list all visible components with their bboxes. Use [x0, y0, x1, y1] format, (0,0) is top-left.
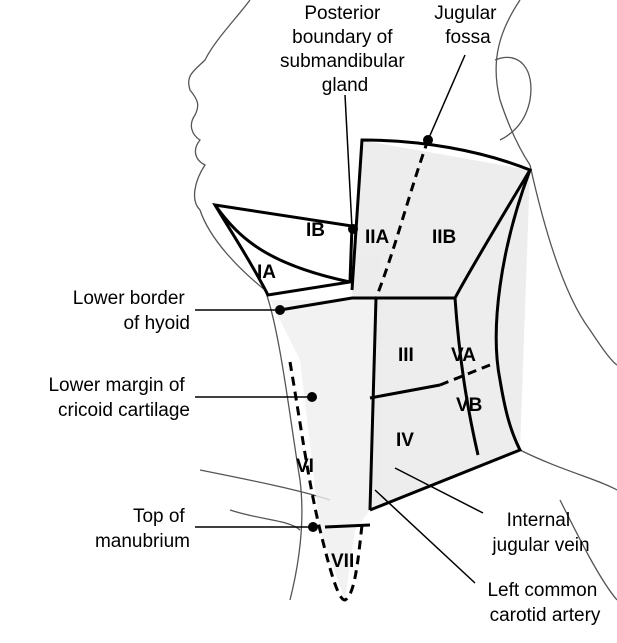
- hyoid-line: [279, 296, 455, 312]
- dashed-boundaries: [288, 139, 491, 602]
- level-v-outer: [369, 169, 532, 512]
- jugular-fossa-label: Jugular fossa: [434, 3, 502, 48]
- iii-iv-divider: [369, 383, 441, 400]
- iia-iib-divider: [374, 139, 430, 299]
- level-iia-label: IIA: [365, 227, 390, 248]
- level-iv-label: IV: [396, 430, 414, 451]
- level-i-outline: [212, 203, 354, 297]
- leader-lines: [195, 54, 484, 584]
- cricoid-dot: [307, 392, 317, 402]
- level-v-inner: [453, 297, 480, 456]
- posterior-boundary-label: Posterior boundary of submandibular glan…: [280, 3, 410, 96]
- neck-shading: [270, 140, 530, 600]
- level-vii-label: VII: [331, 551, 354, 572]
- level-vb-label: VB: [456, 395, 482, 416]
- level-iii-label: III: [398, 345, 414, 366]
- level-va-label: VA: [451, 345, 476, 366]
- ia-ib-divider: [213, 204, 351, 284]
- lower-margin-cricoid-label: Lower margin of cricoid cartilage: [48, 375, 190, 421]
- vi-vii-divider: [324, 523, 371, 529]
- iii-iv-left: [368, 297, 378, 511]
- jugular-fossa-dot: [423, 135, 433, 145]
- level-ia-label: IA: [257, 262, 276, 283]
- hyoid-dot: [275, 305, 285, 315]
- level-boundaries: [212, 138, 533, 529]
- level-vi-left: [288, 361, 364, 602]
- lower-border-hyoid-label: Lower border of hyoid: [73, 288, 190, 334]
- level-ii-outline: [350, 138, 533, 299]
- va-vb-divider: [439, 363, 491, 387]
- left-carotid-label: Left common carotid artery: [487, 580, 602, 626]
- level-vi-label: VI: [296, 456, 314, 477]
- internal-jugular-label: Internal jugular vein: [491, 510, 589, 556]
- level-ib-label: IB: [306, 220, 325, 241]
- level-iib-label: IIB: [432, 227, 456, 248]
- top-manubrium-label: Top of manubrium: [95, 506, 190, 552]
- manubrium-dot: [308, 522, 318, 532]
- head-neck-illustration: [188, 0, 617, 601]
- landmark-dots: [275, 135, 433, 532]
- submandibular-dot: [348, 224, 358, 234]
